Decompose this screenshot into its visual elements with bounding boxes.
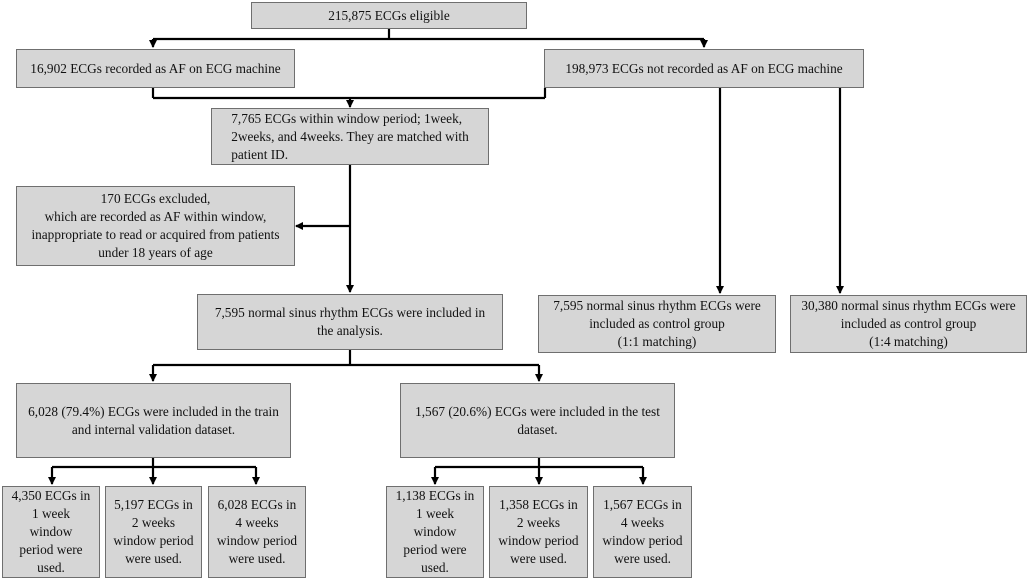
- box-af-recorded: 16,902 ECGs recorded as AF on ECG machin…: [16, 49, 295, 88]
- box-train-1-week: 4,350 ECGs in 1 week window period were …: [2, 486, 100, 578]
- box-eligible: 215,875 ECGs eligible: [251, 2, 527, 29]
- box-train-2-weeks: 5,197 ECGs in 2 weeks window period were…: [105, 486, 202, 578]
- box-control-1-1: 7,595 normal sinus rhythm ECGs were incl…: [538, 295, 776, 353]
- box-train-4-weeks: 6,028 ECGs in 4 weeks window period were…: [208, 486, 306, 578]
- box-control-1-4: 30,380 normal sinus rhythm ECGs were inc…: [790, 295, 1027, 353]
- box-test-2-weeks: 1,358 ECGs in 2 weeks window period were…: [489, 486, 588, 578]
- box-test-4-weeks: 1,567 ECGs in 4 weeks window period were…: [593, 486, 692, 578]
- box-test-1-week: 1,138 ECGs in 1 week window period were …: [386, 486, 484, 578]
- box-excluded: 170 ECGs excluded, which are recorded as…: [16, 186, 295, 266]
- box-train-dataset: 6,028 (79.4%) ECGs were included in the …: [16, 383, 291, 458]
- box-window-period: 7,765 ECGs within window period; 1week, …: [211, 108, 489, 165]
- box-test-dataset: 1,567 (20.6%) ECGs were included in the …: [400, 383, 675, 458]
- box-included: 7,595 normal sinus rhythm ECGs were incl…: [197, 294, 503, 350]
- box-not-af-recorded: 198,973 ECGs not recorded as AF on ECG m…: [544, 49, 864, 88]
